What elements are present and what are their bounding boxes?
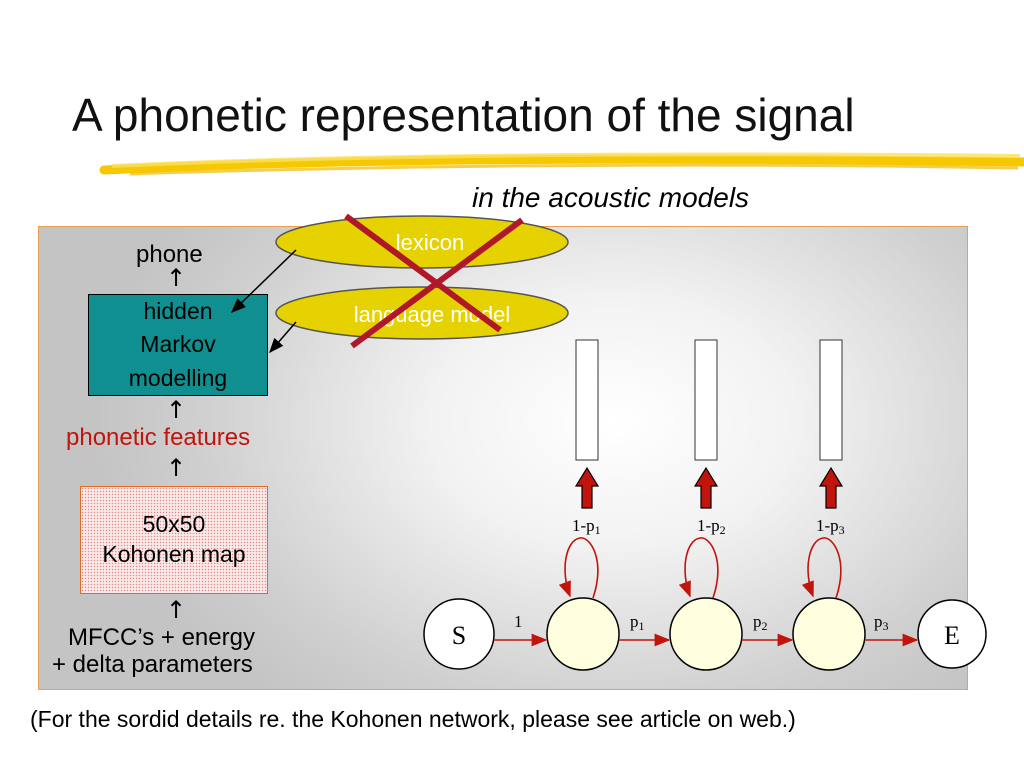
forward-label-3: p3 (874, 612, 889, 633)
self-loop-arrow (678, 537, 719, 599)
lexicon-ellipse (275, 215, 569, 269)
output-bar (694, 339, 718, 461)
hmm-state-1 (546, 597, 620, 671)
kohonen-line-1: 50x50 (142, 511, 206, 538)
lexicon-connector-arrow (230, 249, 297, 314)
hmm-line-2: Markov (140, 331, 216, 358)
subtitle: in the acoustic models (472, 182, 750, 213)
output-bar (819, 339, 843, 461)
language-model-connector-arrow (269, 321, 297, 354)
forward-label-1: p1 (630, 612, 645, 633)
kohonen-map-box: 50x50 Kohonen map (80, 486, 268, 594)
hmm-line-1: hidden (143, 297, 213, 324)
up-arrow-icon: ↑ (166, 264, 187, 292)
self-loop-label-3: 1-p3 (816, 516, 845, 537)
up-arrow-icon: ↑ (166, 396, 187, 424)
emission-arrow-icon (693, 466, 719, 509)
forward-label-2: p2 (753, 612, 768, 633)
phonetic-features-label: phonetic features (66, 424, 251, 451)
footer-note: (For the sordid details re. the Kohonen … (30, 706, 796, 732)
hmm-state-3 (792, 597, 866, 671)
kohonen-line-2: Kohonen map (102, 541, 246, 567)
hmm-state-2 (669, 597, 743, 671)
phone-label: phone (136, 241, 203, 268)
up-arrow-icon: ↑ (166, 454, 187, 482)
cross-out-icon (344, 213, 524, 349)
input-features-line-2: + delta parameters (52, 651, 253, 678)
page-title: A phonetic representation of the signal (72, 89, 855, 141)
self-loop-label-2: 1-p2 (697, 516, 726, 537)
start-transition-label: 1 (514, 612, 523, 631)
lexicon-label: lexicon (396, 230, 464, 255)
emission-arrow-icon (574, 466, 600, 509)
hmm-line-3: modelling (128, 364, 228, 391)
end-state-label: E (944, 621, 960, 650)
output-bar (575, 339, 599, 461)
up-arrow-icon: ↑ (166, 596, 187, 624)
self-loop-label-1: 1-p1 (572, 516, 601, 537)
start-state (423, 598, 495, 670)
emission-arrow-icon (818, 466, 844, 509)
input-features-line-1: MFCC’s + energy (68, 624, 255, 651)
self-loop-arrow (801, 537, 842, 599)
start-state-label: S (452, 621, 466, 650)
self-loop-arrow (558, 537, 599, 599)
